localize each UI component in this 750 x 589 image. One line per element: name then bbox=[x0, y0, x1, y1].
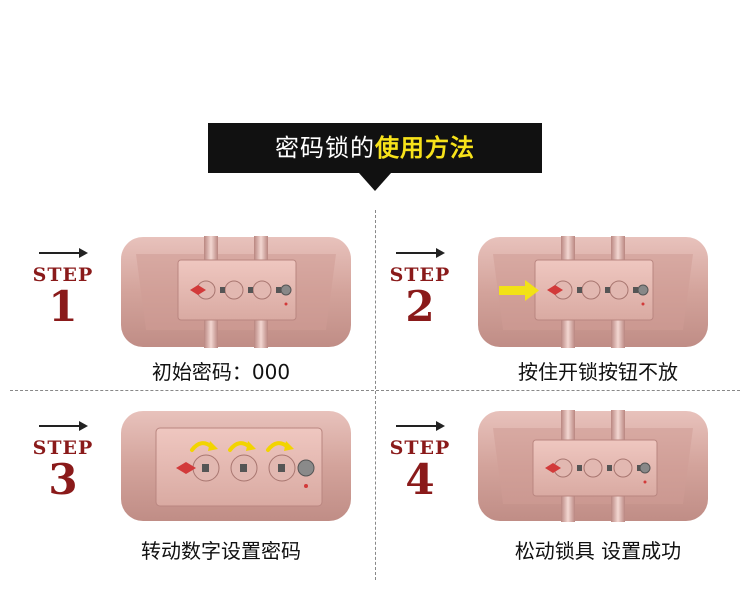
banner-title-prefix: 密码锁的 bbox=[275, 134, 375, 162]
lock-photo-step-2 bbox=[477, 236, 709, 348]
step-number: 1 bbox=[48, 282, 78, 331]
step-3-marker: STEP 3 bbox=[23, 419, 103, 503]
vertical-divider bbox=[375, 210, 376, 580]
step-2-caption: 按住开锁按钮不放 bbox=[518, 360, 678, 384]
horizontal-divider bbox=[10, 390, 740, 391]
lock-image bbox=[478, 410, 708, 522]
lock-image bbox=[121, 236, 351, 348]
step-4-caption: 松动锁具 设置成功 bbox=[514, 539, 682, 563]
arrow-right-icon bbox=[39, 248, 88, 258]
arrow-right-icon bbox=[396, 421, 445, 431]
title-banner: 密码锁的使用方法 bbox=[208, 123, 542, 173]
lock-photo-step-1 bbox=[120, 236, 352, 348]
arrow-right-icon bbox=[39, 421, 88, 431]
step-word: STEP bbox=[389, 437, 451, 459]
lock-image bbox=[121, 411, 351, 521]
banner-pointer bbox=[359, 173, 391, 191]
step-word: STEP bbox=[32, 437, 94, 459]
step-1-marker: STEP 1 bbox=[23, 246, 103, 330]
step-word: STEP bbox=[32, 264, 94, 286]
yellow-arrow-icon bbox=[499, 280, 539, 301]
step-word: STEP bbox=[389, 264, 451, 286]
lock-photo-step-3 bbox=[120, 410, 352, 522]
lock-photo-step-4 bbox=[477, 410, 709, 522]
step-4-marker: STEP 4 bbox=[380, 419, 460, 503]
step-2-marker: STEP 2 bbox=[380, 246, 460, 330]
step-number: 2 bbox=[405, 282, 435, 331]
step-3-caption: 转动数字设置密码 bbox=[141, 539, 301, 563]
step-number: 4 bbox=[405, 455, 435, 504]
step-number: 3 bbox=[48, 455, 78, 504]
arrow-right-icon bbox=[396, 248, 445, 258]
step-1-caption: 初始密码：000 bbox=[151, 360, 291, 384]
lock-image bbox=[478, 236, 708, 348]
banner-title-highlight: 使用方法 bbox=[375, 134, 475, 162]
banner-title: 密码锁的使用方法 bbox=[208, 131, 542, 165]
